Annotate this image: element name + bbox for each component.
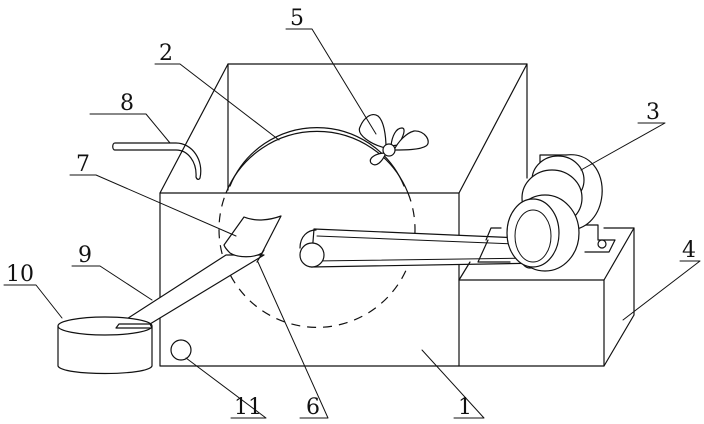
callout-4: 4 bbox=[682, 238, 696, 263]
fan-blade-bottom bbox=[369, 152, 387, 166]
knob-circle bbox=[170, 339, 192, 361]
hook-pipe bbox=[112, 142, 202, 180]
motor bbox=[477, 154, 616, 272]
tray-body bbox=[57, 325, 153, 375]
fan-blade-left bbox=[358, 114, 387, 149]
leader-9 bbox=[71, 265, 153, 301]
chute-body bbox=[118, 254, 265, 325]
callout-9: 9 bbox=[78, 243, 92, 268]
tray-rim bbox=[57, 316, 153, 336]
base-top-left-edge bbox=[458, 261, 471, 281]
callout-7: 7 bbox=[76, 152, 90, 177]
leader-3 bbox=[580, 122, 666, 171]
leader-11 bbox=[185, 357, 267, 419]
chute bbox=[118, 215, 282, 325]
control-knob bbox=[170, 339, 192, 361]
leader-10 bbox=[3, 284, 63, 319]
belt-inner-bottom bbox=[313, 257, 539, 262]
callout-3: 3 bbox=[646, 100, 660, 125]
motor-mount-bolt bbox=[597, 239, 607, 249]
leader-lines bbox=[3, 28, 701, 419]
pulley-left-rim bbox=[299, 229, 317, 249]
drum bbox=[218, 126, 416, 328]
base-front-face bbox=[458, 279, 605, 367]
motor-base bbox=[458, 227, 635, 367]
callout-labels: 2 5 8 7 9 10 11 6 1 3 4 bbox=[6, 6, 696, 420]
leader-2 bbox=[154, 63, 280, 141]
leader-8 bbox=[89, 113, 171, 144]
drive-pulley-left bbox=[299, 242, 325, 268]
fan bbox=[358, 114, 429, 166]
leader-1 bbox=[421, 349, 485, 419]
motor-mount-bracket bbox=[584, 224, 616, 253]
chute-lip bbox=[115, 323, 153, 329]
cover-top-edges bbox=[159, 63, 528, 194]
motor-front-face bbox=[506, 198, 560, 268]
callout-2: 2 bbox=[159, 41, 173, 66]
upper-cover bbox=[159, 63, 528, 194]
feed-hopper bbox=[223, 215, 282, 258]
belt-inner-top bbox=[316, 235, 541, 246]
callout-1: 1 bbox=[458, 395, 472, 420]
callout-11: 11 bbox=[234, 395, 262, 420]
motor-front-inner bbox=[514, 209, 552, 263]
drum-guard-arc bbox=[229, 126, 405, 187]
hook-pipe-outline bbox=[112, 142, 202, 180]
hopper-throat bbox=[256, 249, 265, 263]
drum-hidden-outline bbox=[218, 192, 416, 328]
drum-visible-arc bbox=[225, 130, 409, 194]
leader-4 bbox=[622, 260, 701, 321]
base-right-face bbox=[603, 227, 635, 367]
leader-6 bbox=[257, 261, 329, 419]
fan-blade-right bbox=[393, 130, 429, 151]
callout-10: 10 bbox=[6, 262, 34, 287]
callout-8: 8 bbox=[120, 91, 134, 116]
leader-5 bbox=[285, 28, 377, 135]
collection-tray bbox=[57, 316, 153, 375]
leader-7 bbox=[69, 174, 237, 237]
callout-5: 5 bbox=[290, 6, 304, 31]
motor-bracket-left bbox=[485, 227, 502, 241]
fan-hub bbox=[382, 143, 396, 157]
motor-bracket-left-foot bbox=[477, 239, 511, 263]
callout-6: 6 bbox=[306, 395, 320, 420]
